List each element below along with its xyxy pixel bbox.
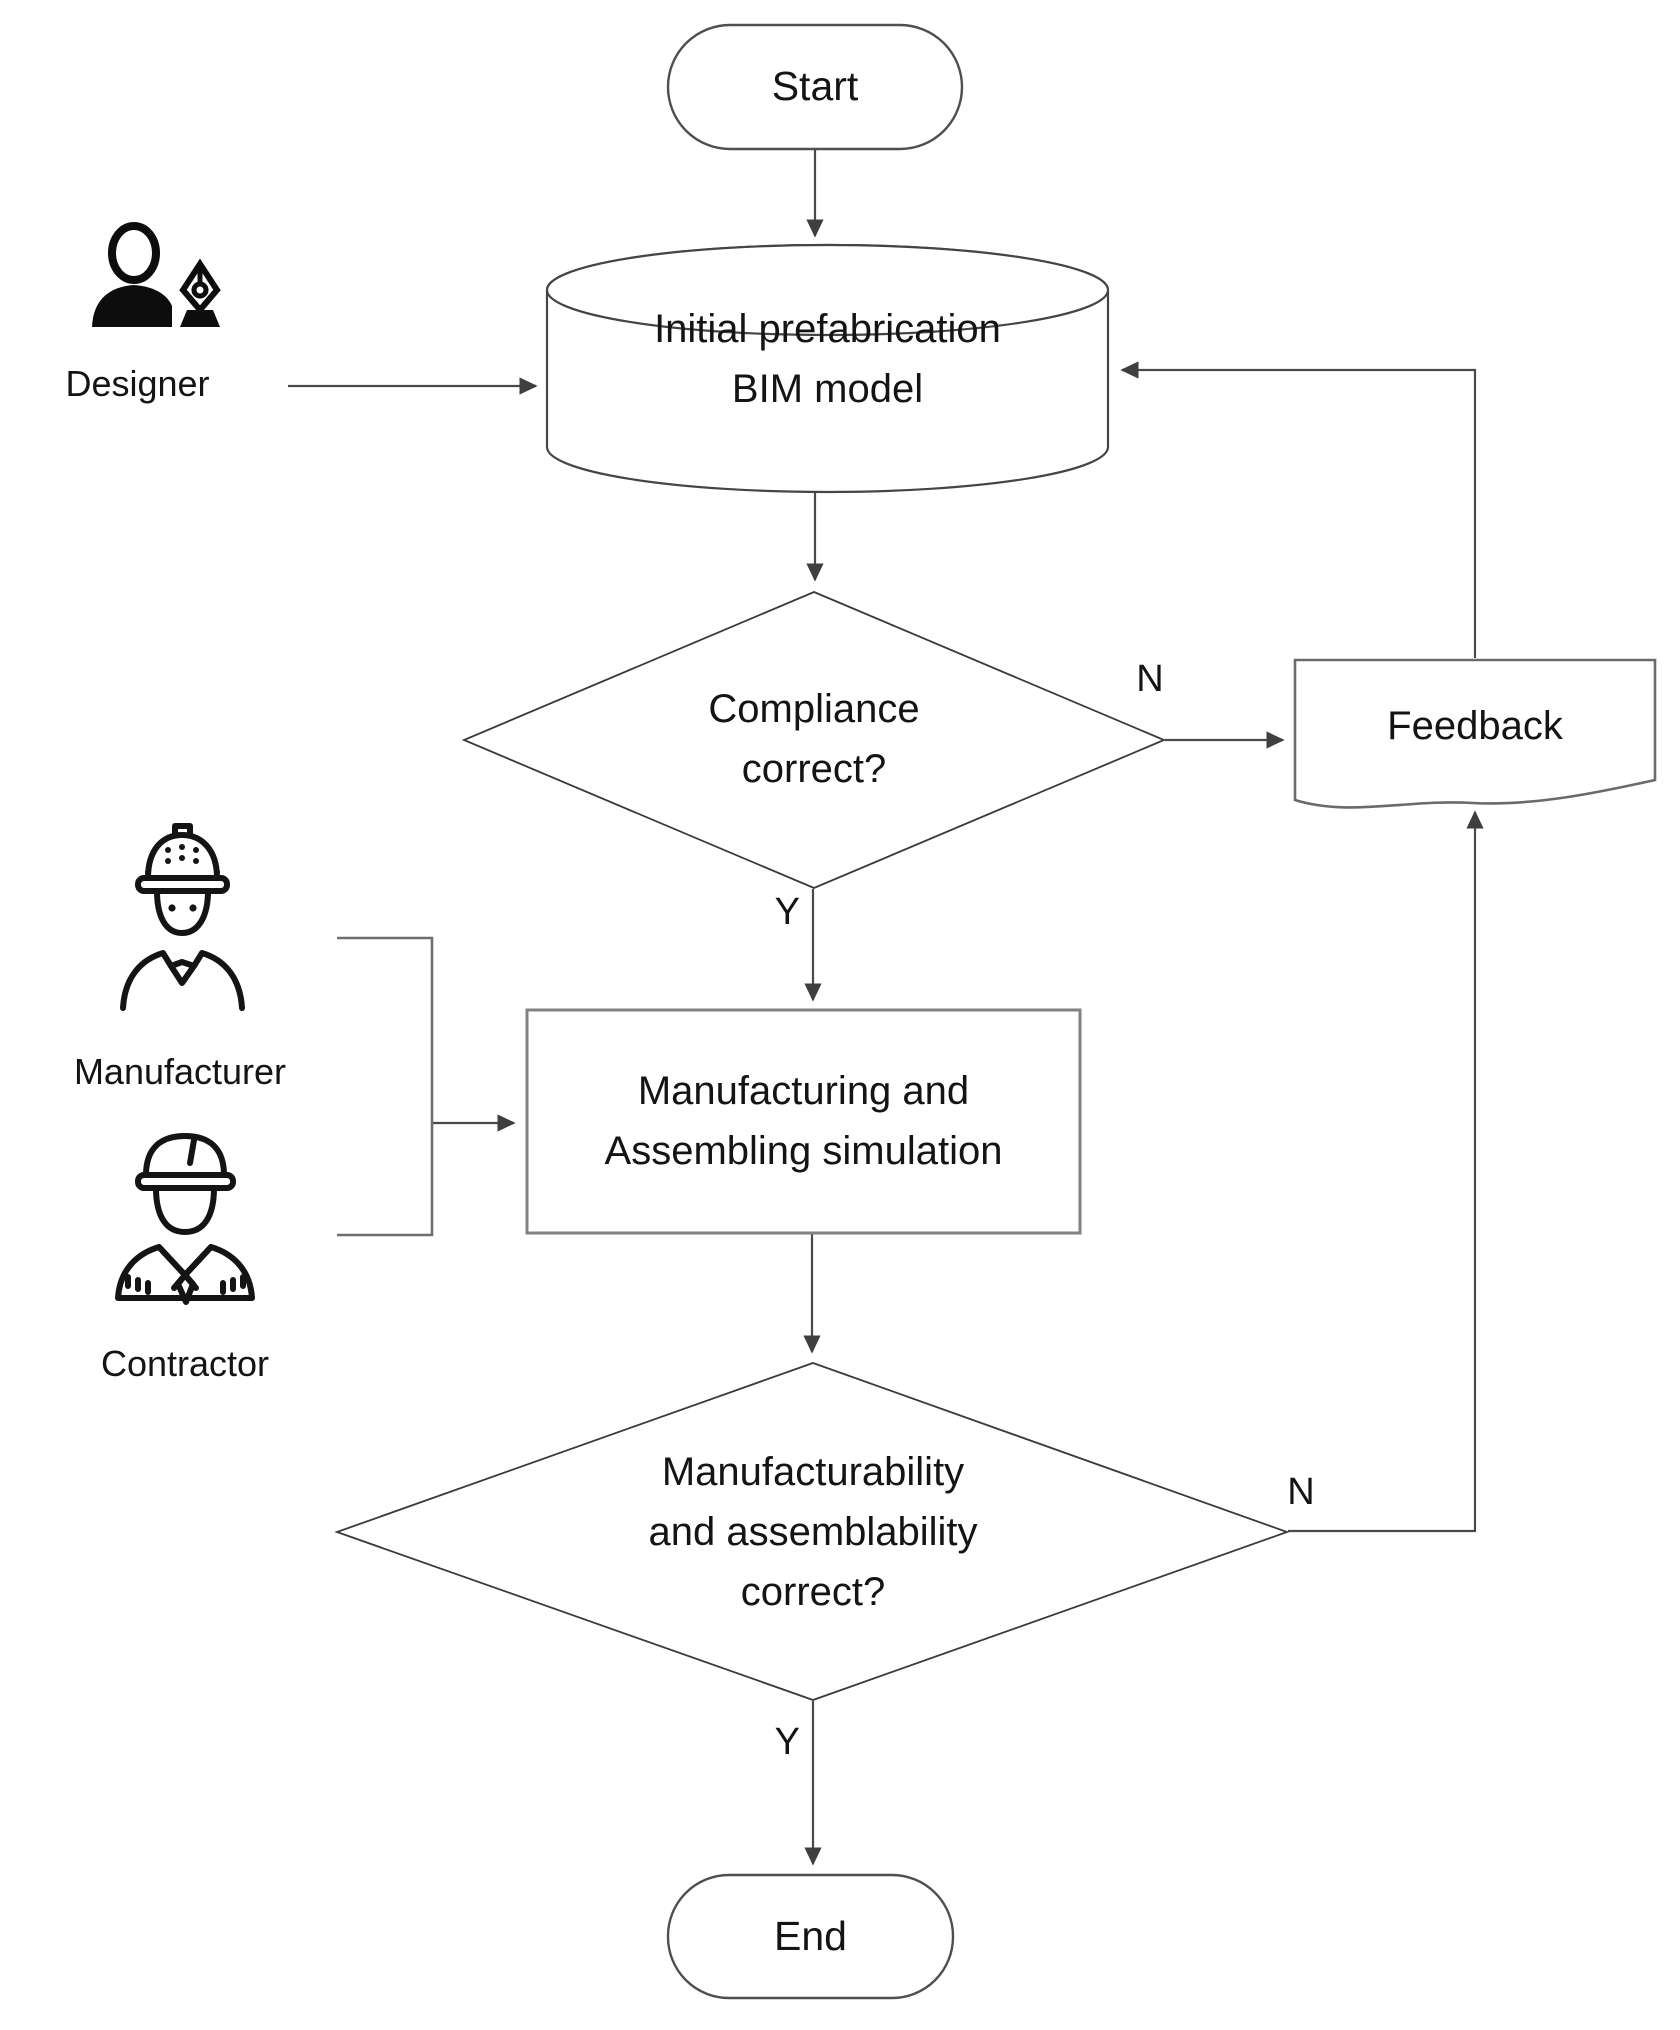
bim-model-cylinder-shape xyxy=(545,243,1110,494)
bim-model-label: Initial prefabrication BIM model xyxy=(654,307,1001,411)
feedback-document-shape xyxy=(1293,658,1657,809)
end-node-shape xyxy=(666,1873,955,2000)
manufacturer-actor-label: Manufacturer xyxy=(73,1051,287,1092)
end-node-label: End xyxy=(774,1912,847,1959)
simulation-process-shape xyxy=(525,1008,1082,1235)
edge-feedback-to-bim xyxy=(1120,361,1477,658)
start-node-shape xyxy=(666,23,964,151)
manufacturability-yes-label: Y xyxy=(774,1721,800,1763)
designer-pen-nib-icon xyxy=(92,222,221,327)
feedback-node-label: Feedback xyxy=(1387,704,1563,748)
compliance-decision-label: Compliance correct? xyxy=(708,687,920,791)
designer-actor-label: Designer xyxy=(65,363,210,404)
compliance-yes-label: Y xyxy=(774,891,800,933)
compliance-no-label: N xyxy=(1136,658,1164,700)
compliance-diamond-shape xyxy=(461,591,1167,889)
worker-hard-hat-icon xyxy=(120,823,245,1011)
manufacturability-decision-label: Manufacturability and assemblability cor… xyxy=(648,1450,978,1614)
actor-group-bracket xyxy=(337,936,434,1237)
simulation-process-label: Manufacturing and Assembling simulation xyxy=(604,1069,1003,1173)
start-node-label: Start xyxy=(771,63,859,110)
contractor-actor-label: Contractor xyxy=(100,1343,270,1384)
manufacturability-no-label: N xyxy=(1287,1471,1315,1513)
edge-manufacturability-no xyxy=(1288,810,1484,1533)
manufacturability-diamond-shape xyxy=(334,1362,1290,1701)
contractor-hard-hat-suit-icon xyxy=(115,1133,255,1305)
